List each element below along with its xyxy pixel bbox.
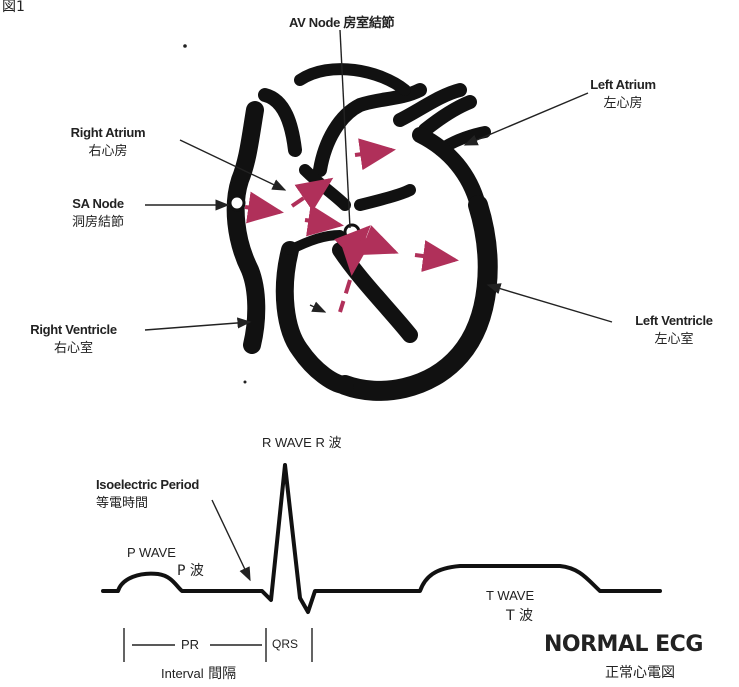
av-node-label: AV Node 房室結節	[289, 12, 394, 31]
sa-node-marker	[230, 196, 244, 210]
right-atrium-jp: 右心房	[58, 140, 158, 159]
interval-en: Interval	[161, 666, 204, 681]
right-ventricle-jp: 右心室	[6, 337, 141, 356]
isoelectric-en: Isoelectric Period	[96, 477, 199, 492]
interval-jp: 間隔	[208, 666, 236, 682]
left-ventricle-jp: 左心室	[614, 328, 734, 347]
right-atrium-en: Right Atrium	[58, 125, 158, 140]
right-atrium-label: Right Atrium 右心房	[58, 125, 158, 159]
ecg-title-jp: 正常心電図	[605, 662, 675, 682]
qrs-label: QRS	[272, 637, 298, 651]
t-wave-en: T WAVE	[486, 588, 534, 603]
right-ventricle-en: Right Ventricle	[6, 322, 141, 337]
t-wave-jp: T 波	[506, 605, 533, 625]
av-node-jp: 房室結節	[343, 16, 394, 31]
left-atrium-en: Left Atrium	[578, 77, 668, 92]
figure-label: 図1	[2, 0, 25, 16]
av-node-en: AV Node	[289, 15, 340, 30]
ecg-title: NORMAL ECG	[544, 632, 703, 657]
isoelectric-jp: 等電時間	[96, 492, 199, 511]
left-atrium-jp: 左心房	[578, 92, 668, 111]
left-ventricle-en: Left Ventricle	[614, 313, 734, 328]
pr-label: PR	[181, 637, 199, 652]
p-wave-en: P WAVE	[127, 545, 176, 560]
sa-node-en: SA Node	[48, 196, 148, 211]
left-ventricle-label: Left Ventricle 左心室	[614, 313, 734, 347]
sa-node-label: SA Node 洞房結節	[48, 196, 148, 230]
heart-outline	[236, 69, 488, 391]
left-atrium-label: Left Atrium 左心房	[578, 77, 668, 111]
p-wave-jp: P 波	[177, 560, 204, 580]
sa-node-jp: 洞房結節	[48, 211, 148, 230]
right-ventricle-label: Right Ventricle 右心室	[6, 322, 141, 356]
isoelectric-label: Isoelectric Period 等電時間	[96, 477, 199, 511]
interval-label: Interval 間隔	[161, 663, 236, 683]
r-wave-label: R WAVE R 波	[262, 432, 341, 451]
